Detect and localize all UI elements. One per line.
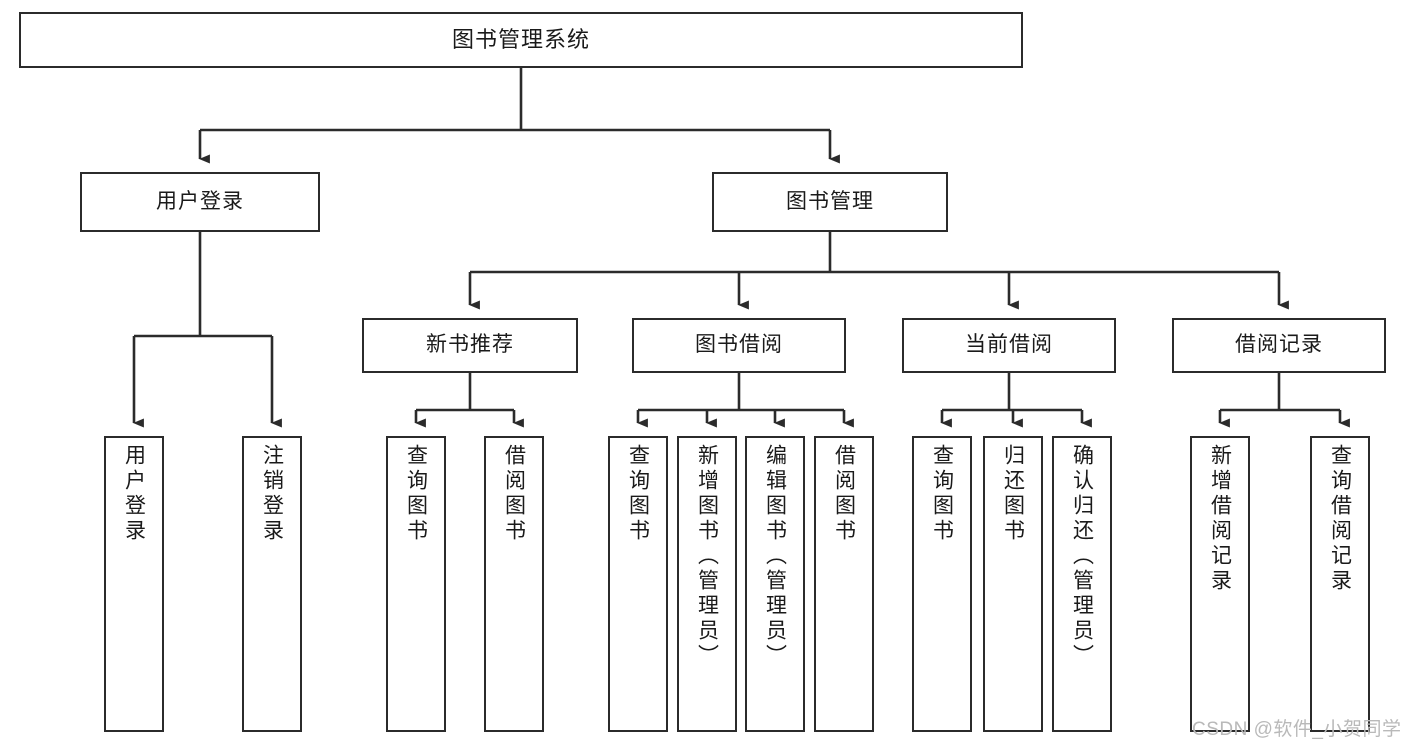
csdn-watermark: CSDN @软件_小贺同学	[1192, 719, 1402, 740]
node-label: 图书管理	[786, 189, 874, 213]
node-label: 借阅图书	[502, 444, 526, 544]
node-leaf-query-book-2[interactable]: 查询图书	[608, 436, 668, 732]
node-label: 查询借阅记录	[1328, 444, 1352, 594]
node-root[interactable]: 图书管理系统	[19, 12, 1023, 68]
node-leaf-add-book[interactable]: 新增图书（管理员）	[677, 436, 737, 732]
node-leaf-borrow-book-2[interactable]: 借阅图书	[814, 436, 874, 732]
node-label: 确认归还（管理员）	[1070, 444, 1094, 669]
node-label: 注销登录	[260, 444, 284, 544]
node-label: 新书推荐	[426, 333, 514, 357]
node-borrow-record[interactable]: 借阅记录	[1172, 318, 1386, 373]
node-leaf-user-logout[interactable]: 注销登录	[242, 436, 302, 732]
node-label: 查询图书	[930, 444, 954, 544]
node-label: 当前借阅	[965, 333, 1053, 357]
node-label: 图书管理系统	[451, 27, 590, 53]
node-leaf-confirm-return[interactable]: 确认归还（管理员）	[1052, 436, 1112, 732]
node-leaf-user-login[interactable]: 用户登录	[104, 436, 164, 732]
node-label: 借阅记录	[1235, 333, 1323, 357]
node-label: 新增借阅记录	[1208, 444, 1232, 594]
node-label: 查询图书	[626, 444, 650, 544]
node-label: 新增图书（管理员）	[695, 444, 719, 669]
node-leaf-return-book[interactable]: 归还图书	[983, 436, 1043, 732]
node-book-manage[interactable]: 图书管理	[712, 172, 948, 232]
node-leaf-edit-book[interactable]: 编辑图书（管理员）	[745, 436, 805, 732]
node-leaf-query-book-3[interactable]: 查询图书	[912, 436, 972, 732]
node-label: 编辑图书（管理员）	[763, 444, 787, 669]
node-label: 归还图书	[1001, 444, 1025, 544]
node-leaf-add-borrow-record[interactable]: 新增借阅记录	[1190, 436, 1250, 732]
node-new-book-recommend[interactable]: 新书推荐	[362, 318, 578, 373]
node-leaf-borrow-book-1[interactable]: 借阅图书	[484, 436, 544, 732]
node-label: 查询图书	[404, 444, 428, 544]
node-label: 用户登录	[156, 189, 244, 213]
node-leaf-query-book-1[interactable]: 查询图书	[386, 436, 446, 732]
node-label: 图书借阅	[695, 333, 783, 357]
node-leaf-query-borrow-record[interactable]: 查询借阅记录	[1310, 436, 1370, 732]
node-book-borrow[interactable]: 图书借阅	[632, 318, 846, 373]
node-label: 借阅图书	[832, 444, 856, 544]
node-current-borrow[interactable]: 当前借阅	[902, 318, 1116, 373]
node-label: 用户登录	[122, 444, 146, 544]
node-user-login[interactable]: 用户登录	[80, 172, 320, 232]
